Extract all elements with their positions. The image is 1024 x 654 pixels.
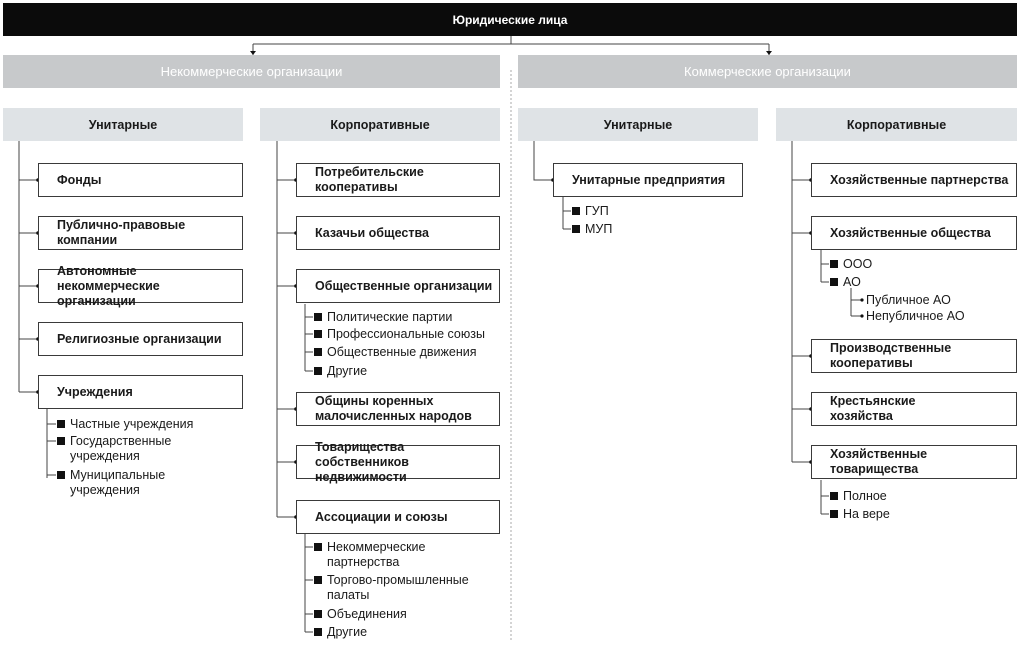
- subcategory-commercial-corporate: Корпоративные: [776, 108, 1017, 141]
- box-indigenous-communities: Общины коренных малочисленных народов: [296, 392, 500, 426]
- bullet-square: [830, 492, 838, 500]
- list-item-private-institutions: Частные учреждения: [70, 417, 194, 431]
- list-item-trade-unions: Профессиональные союзы: [327, 327, 485, 341]
- box-public-law-companies: Публично-правовые компании: [38, 216, 243, 250]
- box-public-organizations: Общественные организации: [296, 269, 500, 303]
- box-associations-unions: Ассоциации и союзы: [296, 500, 500, 534]
- box-funds: Фонды: [38, 163, 243, 197]
- list-item-nonpublic-ao: Непубличное АО: [866, 309, 965, 323]
- list-item-limited-partnership: На вере: [843, 507, 890, 521]
- list-item-municipal-institutions: Муниципальные учреждения: [70, 468, 166, 497]
- list-item-political-parties: Политические партии: [327, 310, 453, 324]
- box-business-companies: Хозяйственные общества: [811, 216, 1017, 250]
- bullet-square: [314, 610, 322, 618]
- box-religious-organizations: Религиозные организации: [38, 322, 243, 356]
- diagram-title: Юридические лица: [3, 3, 1017, 36]
- box-business-partnerships: Хозяйственные партнерства: [811, 163, 1017, 197]
- list-item-mup: МУП: [585, 222, 613, 236]
- list-item-gup: ГУП: [585, 204, 609, 218]
- bullet-square: [830, 510, 838, 518]
- bullet-square: [57, 420, 65, 428]
- bullet-square: [57, 437, 65, 445]
- category-commercial: Коммерческие организации: [518, 55, 1017, 88]
- list-item-unions: Объединения: [327, 607, 407, 621]
- bullet-square: [314, 628, 322, 636]
- bullet-square: [572, 207, 580, 215]
- bullet-square: [314, 543, 322, 551]
- bullet-square: [830, 260, 838, 268]
- bullet-square: [314, 348, 322, 356]
- bullet-square: [57, 471, 65, 479]
- list-item-full-partnership: Полное: [843, 489, 887, 503]
- list-item-chambers-of-commerce: Торгово-промышленные палаты: [327, 573, 469, 602]
- subcategory-noncommercial-corporate: Корпоративные: [260, 108, 500, 141]
- box-consumer-cooperatives: Потребительские кооперативы: [296, 163, 500, 197]
- box-property-owners-partnerships: Товарищества собственников недвижимости: [296, 440, 500, 484]
- box-autonomous-noncommercial: Автономные некоммерческие организации: [38, 264, 243, 308]
- bullet-square: [830, 278, 838, 286]
- bullet-square: [314, 367, 322, 375]
- list-item-public-movements: Общественные движения: [327, 345, 477, 359]
- list-item-other: Другие: [327, 364, 368, 378]
- box-cossack-societies: Казачьи общества: [296, 216, 500, 250]
- subcategory-commercial-unitary: Унитарные: [518, 108, 758, 141]
- box-business-partnerships-general: Хозяйственные товарищества: [811, 445, 1017, 479]
- bullet-square: [572, 225, 580, 233]
- list-item-ao: АО: [843, 275, 861, 289]
- list-item-noncommercial-partnerships: Некоммерческие партнерства: [327, 540, 426, 569]
- list-item-other: Другие: [327, 625, 368, 639]
- box-institutions: Учреждения: [38, 375, 243, 409]
- list-item-ooo: ООО: [843, 257, 873, 271]
- bullet-square: [314, 330, 322, 338]
- bullet-square: [314, 313, 322, 321]
- box-unitary-enterprises: Унитарные предприятия: [553, 163, 743, 197]
- box-production-cooperatives: Производственные кооперативы: [811, 339, 1017, 373]
- bullet-square: [314, 576, 322, 584]
- list-item-state-institutions: Государственные учреждения: [70, 434, 172, 463]
- list-item-public-ao: Публичное АО: [866, 293, 951, 307]
- box-peasant-farms: Крестьянские хозяйства: [811, 392, 1017, 426]
- subcategory-noncommercial-unitary: Унитарные: [3, 108, 243, 141]
- category-noncommercial: Некоммерческие организации: [3, 55, 500, 88]
